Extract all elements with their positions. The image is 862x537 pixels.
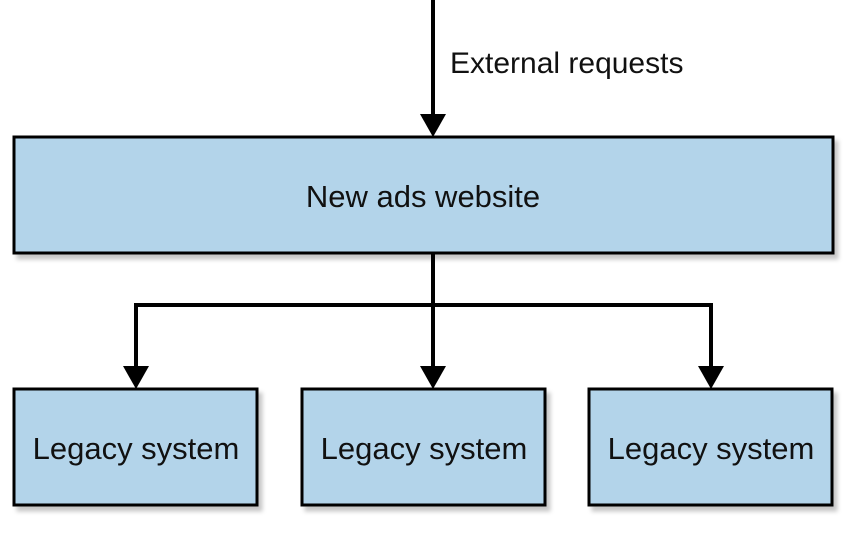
legacy-system-box: Legacy system [300,387,547,507]
legacy-system-box: Legacy system [587,387,834,507]
arrowhead-legacy-3 [698,366,724,389]
arrowhead-legacy-2 [420,366,446,389]
arrowhead-legacy-1 [123,366,149,389]
fanout-connectors [134,253,713,370]
legacy-arrowheads [123,366,724,389]
legacy-system-box: Legacy system [12,387,259,507]
legacy-system-label: Legacy system [608,431,815,466]
legacy-system-label: Legacy system [33,431,240,466]
new-ads-website-label: New ads website [306,179,540,214]
external-request-arrow [420,0,446,137]
legacy-system-label: Legacy system [321,431,528,466]
external-requests-label: External requests [450,47,683,80]
new-ads-website-box: New ads website [12,135,835,255]
